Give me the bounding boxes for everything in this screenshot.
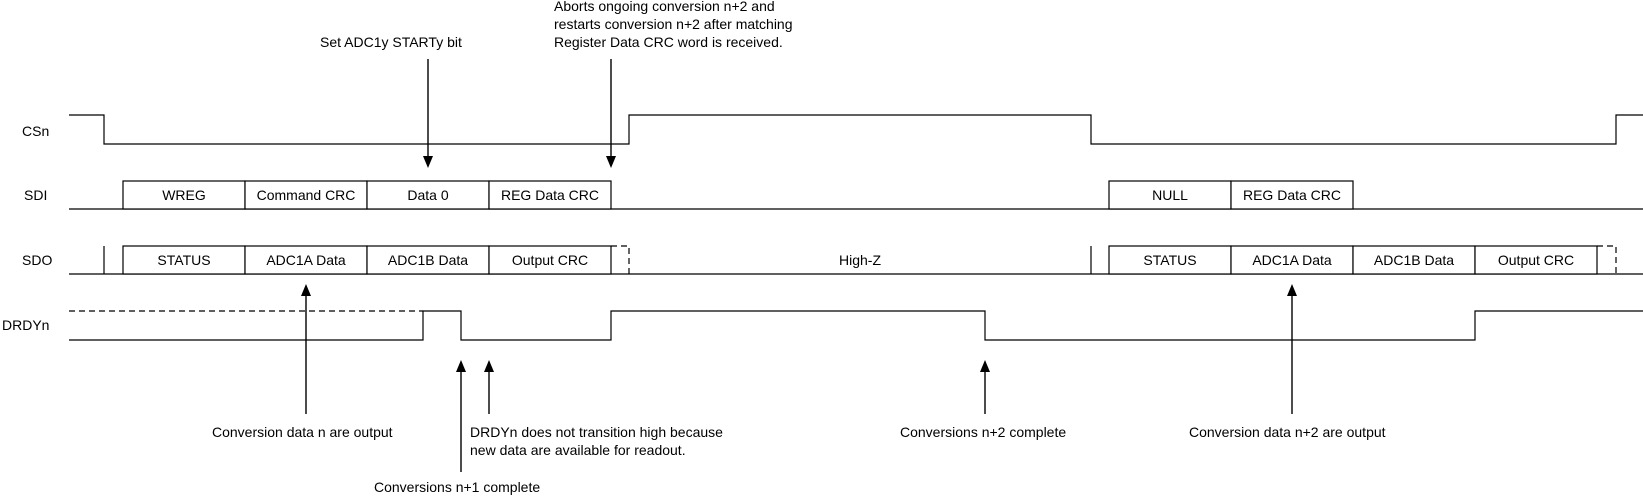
sdo-adc1b-label-2: ADC1B Data bbox=[1374, 252, 1454, 268]
sdo-status-label-2: STATUS bbox=[1143, 252, 1196, 268]
sdi-command-crc-label: Command CRC bbox=[257, 187, 356, 203]
sdo-frame-2: STATUS ADC1A Data ADC1B Data Output CRC bbox=[1108, 245, 1617, 275]
annotation-drdyn-no-line1: DRDYn does not transition high because bbox=[470, 424, 723, 440]
sdi-reg-data-crc-label-2: REG Data CRC bbox=[1243, 187, 1341, 203]
sdo-high-z-label: High-Z bbox=[839, 252, 881, 268]
signal-label-sdi: SDI bbox=[24, 187, 47, 203]
sdo-adc1b-label: ADC1B Data bbox=[388, 252, 468, 268]
annotation-conv-n2-output: Conversion data n+2 are output bbox=[1189, 424, 1386, 440]
sdo-dashed-end-2 bbox=[1597, 245, 1617, 274]
sdi-data0-label: Data 0 bbox=[407, 187, 448, 203]
arrow-conv-n1 bbox=[456, 360, 466, 472]
annotation-aborts-line3: Register Data CRC word is received. bbox=[554, 34, 783, 50]
arrow-set-start bbox=[423, 59, 433, 168]
arrow-aborts bbox=[606, 59, 616, 168]
sdo-dashed-end-1 bbox=[611, 245, 630, 274]
sdo-output-crc-label: Output CRC bbox=[512, 252, 588, 268]
sdo-output-crc-field-2 bbox=[1474, 245, 1598, 275]
sdo-frame-1: STATUS ADC1A Data ADC1B Data Output CRC bbox=[122, 245, 630, 275]
sdi-frame-2: NULL REG Data CRC bbox=[1108, 180, 1354, 210]
signal-label-csn: CSn bbox=[22, 123, 49, 139]
drdyn-waveform bbox=[69, 310, 1643, 341]
annotation-set-start: Set ADC1y STARTy bit bbox=[320, 34, 462, 50]
sdi-reg-data-crc-field bbox=[488, 180, 612, 210]
signal-label-sdo: SDO bbox=[22, 252, 52, 268]
sdo-adc1b-field bbox=[366, 245, 490, 275]
sdo-adc1a-field-2 bbox=[1230, 245, 1354, 275]
sdo-adc1b-field-2 bbox=[1352, 245, 1476, 275]
sdi-frame-1: WREG Command CRC Data 0 REG Data CRC bbox=[122, 180, 612, 210]
sdi-null-label: NULL bbox=[1152, 187, 1188, 203]
sdo-adc1a-label: ADC1A Data bbox=[266, 252, 346, 268]
sdo-adc1a-label-2: ADC1A Data bbox=[1252, 252, 1332, 268]
annotation-conv-n-output: Conversion data n are output bbox=[212, 424, 393, 440]
annotation-aborts-line2: restarts conversion n+2 after matching bbox=[554, 16, 793, 32]
sdi-data0-field bbox=[366, 180, 490, 210]
annotation-conv-n2-complete: Conversions n+2 complete bbox=[900, 424, 1066, 440]
sdi-reg-data-crc-label: REG Data CRC bbox=[501, 187, 599, 203]
arrow-conv-n-output bbox=[301, 284, 311, 414]
sdi-command-crc-field bbox=[244, 180, 368, 210]
sdi-wreg-label: WREG bbox=[162, 187, 206, 203]
sdo-adc1a-field bbox=[244, 245, 368, 275]
signal-label-drdyn: DRDYn bbox=[2, 317, 49, 333]
annotation-aborts-line1: Aborts ongoing conversion n+2 and bbox=[554, 0, 775, 14]
arrow-conv-n2-output bbox=[1287, 284, 1297, 414]
annotation-drdyn-no-line2: new data are available for readout. bbox=[470, 442, 686, 458]
sdo-output-crc-label-2: Output CRC bbox=[1498, 252, 1574, 268]
csn-waveform bbox=[69, 114, 1643, 145]
sdi-reg-data-crc-field-2 bbox=[1230, 180, 1354, 210]
sdo-output-crc-field bbox=[488, 245, 612, 275]
arrow-conv-n2-complete bbox=[980, 360, 990, 414]
arrow-drdyn-no bbox=[484, 360, 494, 414]
sdo-status-label: STATUS bbox=[157, 252, 210, 268]
annotation-conv-n1: Conversions n+1 complete bbox=[374, 479, 540, 495]
sdo-status-field-2 bbox=[1108, 245, 1232, 275]
